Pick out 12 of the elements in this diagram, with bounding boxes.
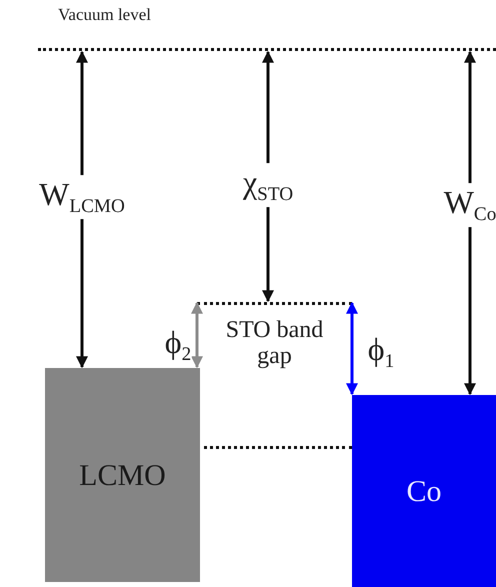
edge-label: W$_{LCMO}$ xyxy=(38,175,126,219)
edge-label: W$_{Co}$ xyxy=(442,183,496,227)
vacuum-level-line xyxy=(38,6,496,51)
arrow xyxy=(191,302,203,368)
node-label: STO band gap xyxy=(224,317,324,370)
node-label: Vacuum level xyxy=(58,6,151,25)
arrow xyxy=(346,302,358,396)
edge-label: χ$_{STO}$ xyxy=(242,163,294,207)
node-label: LCMO xyxy=(79,458,166,492)
co-block xyxy=(352,395,496,587)
lcmo-block xyxy=(45,368,200,582)
node-label: Co xyxy=(406,474,442,508)
